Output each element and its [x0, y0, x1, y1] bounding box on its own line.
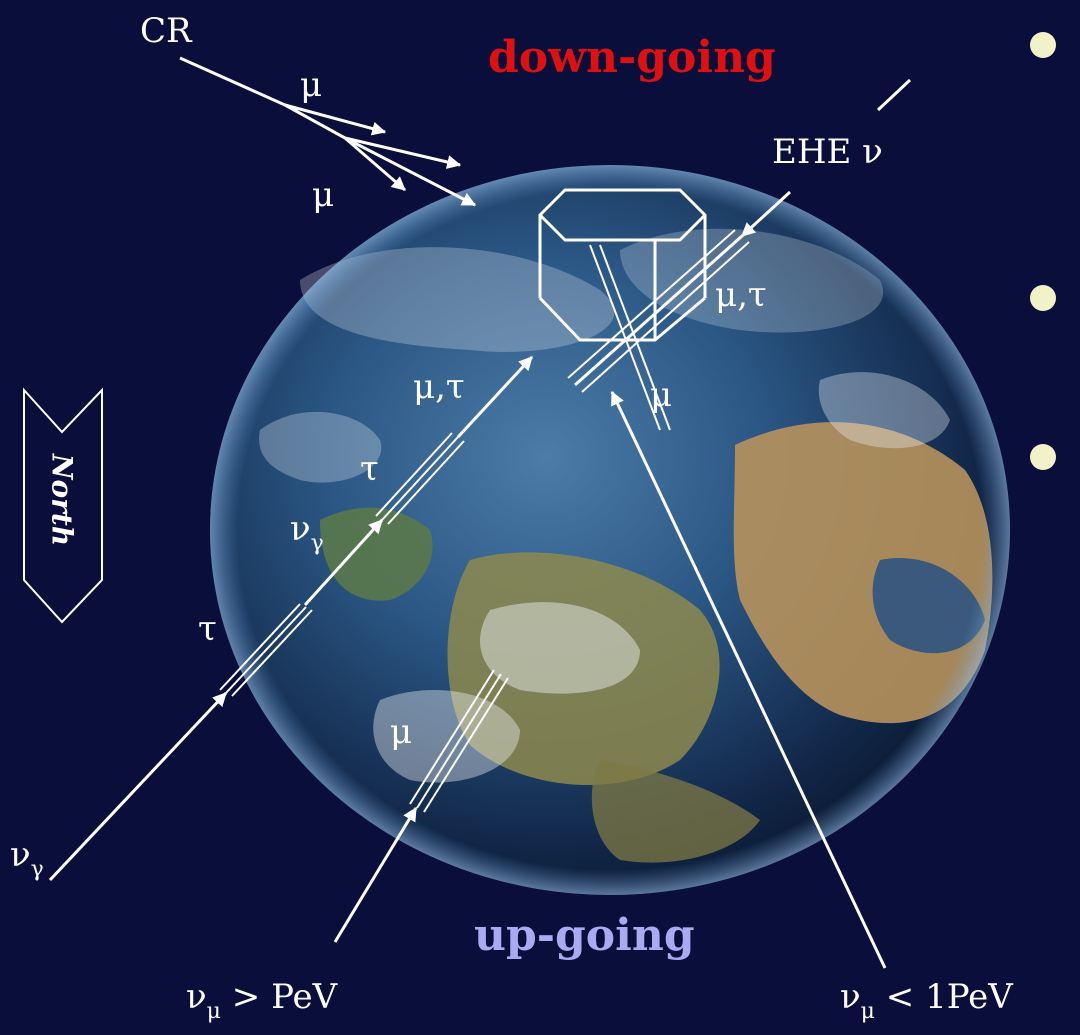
high-energy-numu-track [333, 669, 509, 943]
ehe-neutrino-track [567, 78, 912, 393]
muon-label-lower: μ [390, 712, 413, 752]
nu-gamma-label-bottom: νγ [10, 835, 44, 882]
cosmic-ray-shower [179, 56, 477, 207]
down-going-label: down-going [488, 32, 776, 83]
tau-label-lower: τ [198, 609, 217, 649]
muon-label-cr-2: μ [312, 175, 335, 215]
mu-tau-label-right: μ,τ [715, 275, 767, 315]
muon-label-detector: μ [650, 375, 673, 415]
mu-tau-label-left: μ,τ [413, 367, 465, 407]
numu-gt-pev-label: νμ > PeV [186, 977, 338, 1024]
numu-lt-1pev-label: νμ < 1PeV [840, 977, 1013, 1024]
tau-neutrino-track [48, 355, 534, 882]
north-label: North [45, 453, 79, 547]
nu-gamma-label-mid: νγ [290, 509, 324, 556]
ehe-nu-label: EHE ν [772, 132, 883, 172]
earth-globe [210, 165, 1010, 895]
tau-label-upper: τ [360, 449, 379, 489]
north-arrow-icon [23, 387, 103, 624]
up-going-label: up-going [474, 910, 695, 961]
cr-label: CR [140, 11, 192, 51]
bullet-dot-2 [1030, 285, 1056, 311]
bullet-dot-3 [1030, 444, 1056, 470]
muon-label-cr-1: μ [300, 65, 323, 105]
bullet-dot-1 [1030, 32, 1056, 58]
low-energy-numu-track [589, 244, 887, 969]
